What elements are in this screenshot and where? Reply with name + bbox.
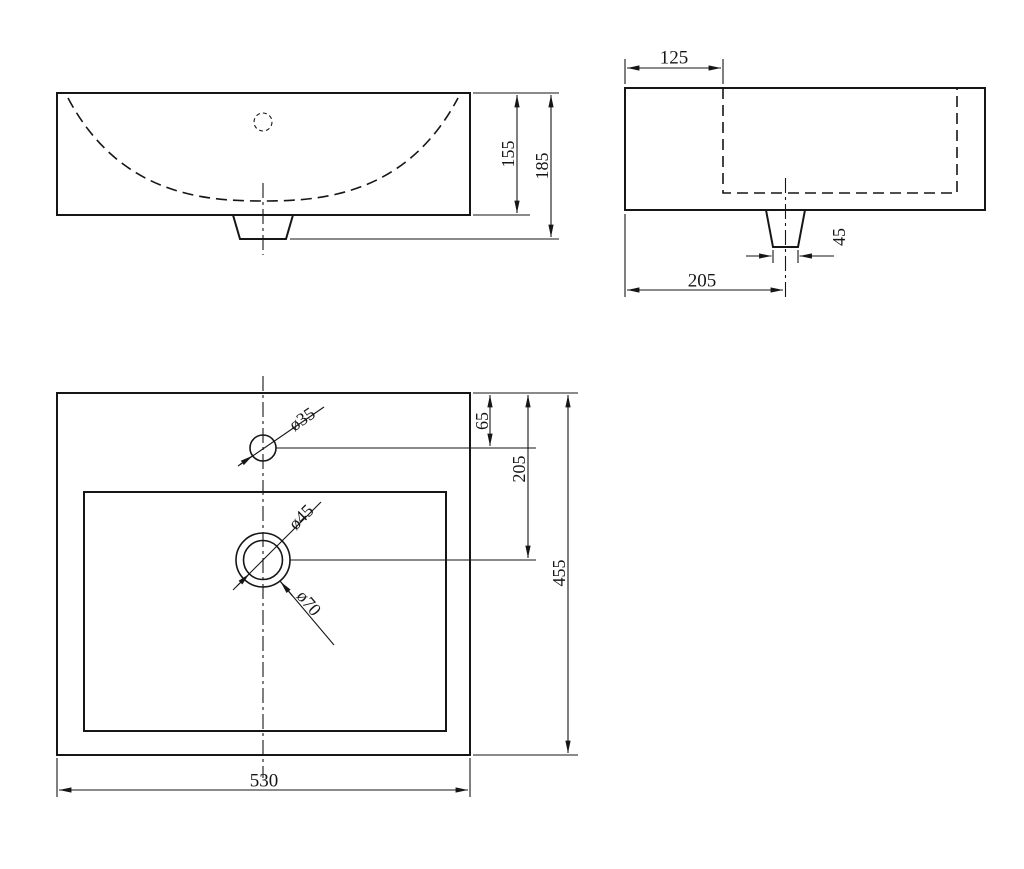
dim-text-back-ledge: 125	[660, 48, 689, 69]
leader-faucet-diameter: ø35	[237, 403, 325, 467]
leader-arrow	[239, 455, 253, 466]
dim-text-drain-width: 45	[829, 228, 849, 246]
side-basin-hidden-lines	[722, 88, 958, 194]
dim-text-basin-depth: 155	[498, 141, 518, 168]
dim-text-drain-center: 205	[688, 271, 717, 292]
side-dimensions: 125 45 205	[624, 48, 849, 297]
plan-inner-basin-outline	[83, 491, 447, 732]
plan-view: ø35 ø45 ø70 65 205 455	[56, 376, 578, 797]
leader-arrow	[280, 581, 293, 597]
front-basin-hidden-curve	[67, 97, 459, 202]
front-faucet-hole-hidden	[253, 112, 273, 132]
side-basin-outline	[624, 87, 986, 211]
leader-drain-outer-diameter: ø70	[279, 580, 335, 646]
label-drain-inner-diameter: ø45	[284, 500, 317, 533]
front-view: 155 185	[56, 92, 559, 255]
dim-text-overall-height: 185	[532, 153, 552, 180]
dim-text-faucet-offset: 65	[472, 412, 492, 430]
dim-text-drain-offset: 205	[509, 456, 529, 483]
plan-dimensions: 65 205 455 530	[56, 392, 578, 797]
leader-arrow	[236, 573, 250, 587]
dim-text-overall-width: 530	[250, 771, 279, 792]
label-drain-outer-diameter: ø70	[293, 586, 326, 620]
front-dimensions: 155 185	[290, 92, 559, 240]
plan-drain-inner-circle	[242, 539, 284, 581]
leader-drain-inner-diameter: ø45	[232, 500, 322, 591]
dim-text-overall-depth: 455	[549, 560, 569, 587]
side-view: 125 45 205	[624, 48, 986, 297]
side-drain-outline	[765, 209, 806, 248]
